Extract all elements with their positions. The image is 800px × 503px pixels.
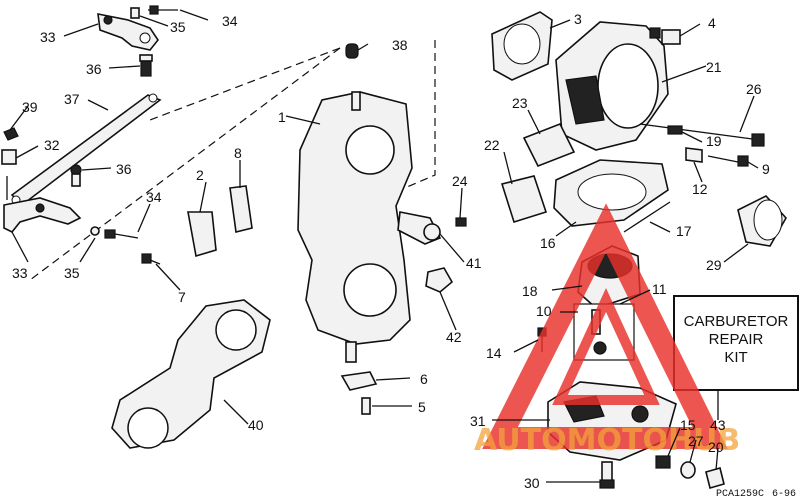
bolt-26 [639,123,761,141]
link-rod-ball-upper [139,54,153,77]
gasket-hole [503,23,541,65]
nut-42 [425,267,454,293]
plate-22 [500,175,548,224]
dashed-guide [149,47,341,121]
callout-3: 3 [574,11,582,27]
callout-36: 36 [86,61,102,77]
callout-41: 41 [466,255,482,271]
screw-7 [141,253,161,265]
screw-head [149,5,159,15]
callout-5: 5 [418,399,426,415]
nut [3,127,19,141]
callout-35b: 35 [64,265,80,281]
callout-15: 15 [680,417,696,433]
drain-screw-30 [599,461,615,489]
callout-33b: 33 [12,265,28,281]
callout-35: 35 [170,19,186,35]
bracket-8 [229,185,253,233]
callout-30: 30 [524,475,540,491]
pin-17 [623,201,671,233]
ball-stud-lower [70,164,82,187]
seat [593,341,607,355]
callout-16: 16 [540,235,556,251]
bolt-head [751,133,765,147]
sleeve [1,149,17,165]
pivot [35,203,45,213]
gasket-27 [680,461,696,479]
callout-8: 8 [234,145,242,161]
callout-22: 22 [484,137,500,153]
callout-1: 1 [278,109,286,125]
callout-7: 7 [178,289,186,305]
callout-9: 9 [762,161,770,177]
callout-34: 34 [222,13,238,29]
kit-line3: KIT [724,349,747,366]
spring-12 [685,147,703,163]
figure-code: PCA1259C [716,489,764,500]
screw-34-lower [104,229,139,239]
washer [90,226,100,236]
leader-lines [9,9,759,483]
callout-40: 40 [248,417,264,433]
callout-26: 26 [746,81,762,97]
gasket-hole [127,407,169,449]
callout-31: 31 [470,413,486,429]
callout-33: 33 [40,29,56,45]
clip-6 [340,371,378,391]
carburetor-body [297,91,413,363]
plug-20 [705,467,725,489]
screw-4 [649,27,681,45]
callout-11: 11 [652,281,667,297]
callout-24: 24 [452,173,468,189]
air-intake-21 [555,21,669,151]
callout-36b: 36 [116,161,132,177]
plate-23 [522,122,576,168]
watermark-logo [482,203,728,449]
throttle-arm-lower [3,197,82,234]
figure-date: 6-96 [772,489,796,500]
callout-21: 21 [706,59,722,75]
dashed-guide [399,40,436,191]
callout-38: 38 [392,37,408,53]
clip [130,7,140,19]
screw-5 [361,397,371,415]
gasket-hole [215,309,257,351]
screw-24 [455,217,467,227]
callout-4: 4 [708,15,716,31]
callout-32: 32 [44,137,60,153]
nozzle-29 [737,195,787,247]
callout-29: 29 [706,257,722,273]
callout-20: 20 [708,439,724,455]
kit-line2: REPAIR [709,331,764,348]
callout-42: 42 [446,329,462,345]
plug-38 [345,43,359,59]
screw-9 [707,155,749,167]
callout-14: 14 [486,345,502,361]
callout-27: 27 [688,433,704,449]
gasket-hole [577,173,647,211]
kit-line1: CARBURETOR [684,313,789,330]
throttle-arm-upper [97,12,159,51]
screw-15 [655,455,671,469]
callout-2: 2 [196,167,204,183]
callout-37: 37 [64,91,80,107]
callout-19: 19 [706,133,722,149]
callout-43: 43 [710,417,726,433]
fitting-41 [397,211,442,245]
callout-10: 10 [536,303,552,319]
callout-18: 18 [522,283,538,299]
callout-6: 6 [420,371,428,387]
bracket-2 [187,211,217,258]
callout-12: 12 [692,181,708,197]
callout-23: 23 [512,95,528,111]
rod-end [148,93,158,103]
callout-39: 39 [22,99,38,115]
callout-34b: 34 [146,189,162,205]
pin-19 [667,125,683,135]
callout-17: 17 [676,223,692,239]
